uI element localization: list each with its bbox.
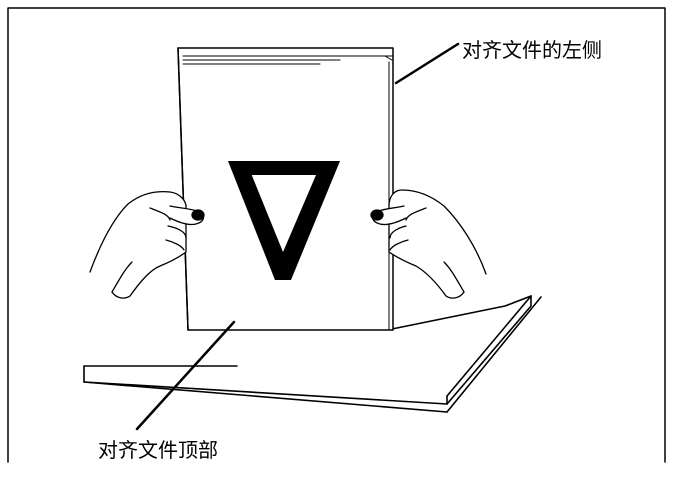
paper-stack [177, 47, 394, 331]
diagram-frame [7, 7, 666, 463]
table-surface [83, 295, 542, 413]
callout-line-left-side [394, 42, 460, 85]
callout-line-top [135, 320, 236, 431]
callout-label-align-left-side: 对齐文件的左侧 [462, 38, 602, 62]
right-hand [370, 189, 487, 299]
left-hand [89, 190, 205, 299]
upside-down-letter-a [228, 161, 340, 280]
callout-label-align-top: 对齐文件顶部 [98, 438, 218, 462]
